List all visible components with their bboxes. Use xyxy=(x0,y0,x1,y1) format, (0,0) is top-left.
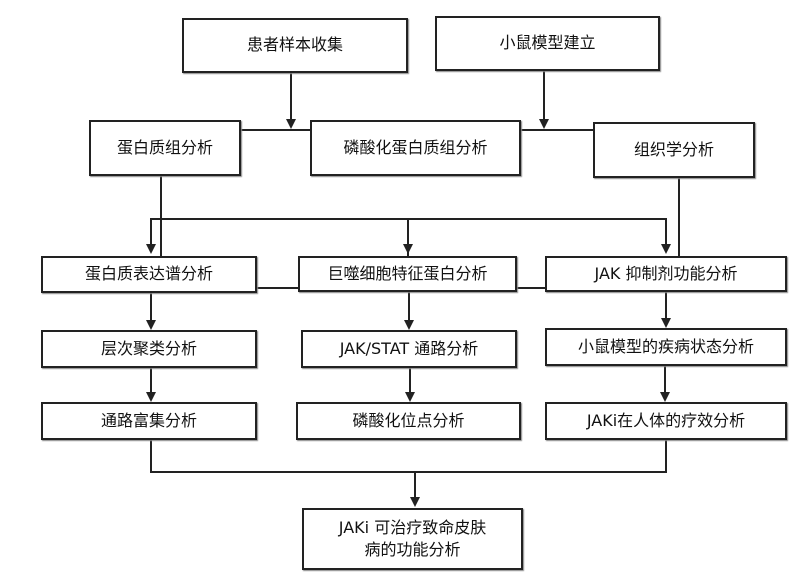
node-label: 蛋白质表达谱分析 xyxy=(84,264,213,284)
arrow-head-icon xyxy=(146,244,156,254)
node-jak-stat: JAK/STAT 通路分析 xyxy=(301,330,517,368)
connector xyxy=(665,440,667,473)
connector xyxy=(409,368,411,392)
node-proteomics: 蛋白质组分析 xyxy=(89,120,241,176)
arrow-head-icon xyxy=(661,244,671,254)
node-mouse-model: 小鼠模型建立 xyxy=(435,16,660,71)
connector xyxy=(150,368,152,392)
node-pathway-enrichment: 通路富集分析 xyxy=(41,402,257,440)
connector xyxy=(407,219,409,289)
arrow-head-icon xyxy=(404,320,414,330)
node-label-line2: 病的功能分析 xyxy=(364,540,461,559)
connector xyxy=(665,292,667,318)
node-label: 组织学分析 xyxy=(633,139,714,159)
arrow-head-icon xyxy=(660,392,670,402)
arrow-head-icon xyxy=(661,318,671,328)
connector xyxy=(665,218,667,244)
node-phosphoproteomics: 磷酸化蛋白质组分析 xyxy=(310,120,521,176)
bracket-left xyxy=(160,129,162,289)
connector xyxy=(414,471,416,497)
arrow-head-icon xyxy=(405,392,415,402)
node-label: 蛋白质组分析 xyxy=(116,137,213,157)
node-clustering: 层次聚类分析 xyxy=(41,330,257,368)
node-macrophage-proteins: 巨噬细胞特征蛋白分析 xyxy=(298,256,517,292)
arrow-head-icon xyxy=(146,320,156,330)
node-phospho-sites: 磷酸化位点分析 xyxy=(296,402,521,440)
node-protein-expression: 蛋白质表达谱分析 xyxy=(41,256,257,293)
node-label: 小鼠模型建立 xyxy=(499,33,596,53)
node-jaki-human: JAKi在人体的疗效分析 xyxy=(545,402,787,440)
connector xyxy=(543,71,545,119)
connector xyxy=(150,292,152,320)
node-label: JAK 抑制剂功能分析 xyxy=(594,263,738,283)
node-label: JAK/STAT 通路分析 xyxy=(339,338,479,358)
connector xyxy=(150,218,152,244)
node-mouse-disease: 小鼠模型的疾病状态分析 xyxy=(545,328,787,366)
node-label: 巨噬细胞特征蛋白分析 xyxy=(327,263,488,283)
arrow-head-icon xyxy=(286,119,296,129)
node-patient-samples: 患者样本收集 xyxy=(182,18,408,73)
connector xyxy=(150,440,152,473)
node-histology: 组织学分析 xyxy=(593,122,755,178)
node-final: JAKi 可治疗致命皮肤 病的功能分析 xyxy=(302,508,523,570)
connector xyxy=(664,366,666,392)
connector xyxy=(407,218,409,244)
connector xyxy=(290,73,292,119)
connector xyxy=(408,292,410,320)
node-label: 磷酸化位点分析 xyxy=(352,410,465,430)
merge-line xyxy=(150,471,667,473)
arrow-head-icon xyxy=(539,119,549,129)
arrow-head-icon xyxy=(410,497,420,507)
arrow-head-icon xyxy=(403,244,413,254)
node-label: JAKi在人体的疗效分析 xyxy=(586,410,746,430)
node-label: 患者样本收集 xyxy=(246,35,343,55)
bracket-right xyxy=(678,129,680,289)
arrow-head-icon xyxy=(146,392,156,402)
node-label: 通路富集分析 xyxy=(100,410,197,430)
node-label: 小鼠模型的疾病状态分析 xyxy=(577,336,754,356)
node-jak-inhibitor: JAK 抑制剂功能分析 xyxy=(545,256,787,292)
node-label: 磷酸化蛋白质组分析 xyxy=(343,137,488,157)
node-label: 层次聚类分析 xyxy=(100,338,197,358)
node-label-line1: JAKi 可治疗致命皮肤 xyxy=(338,517,487,537)
